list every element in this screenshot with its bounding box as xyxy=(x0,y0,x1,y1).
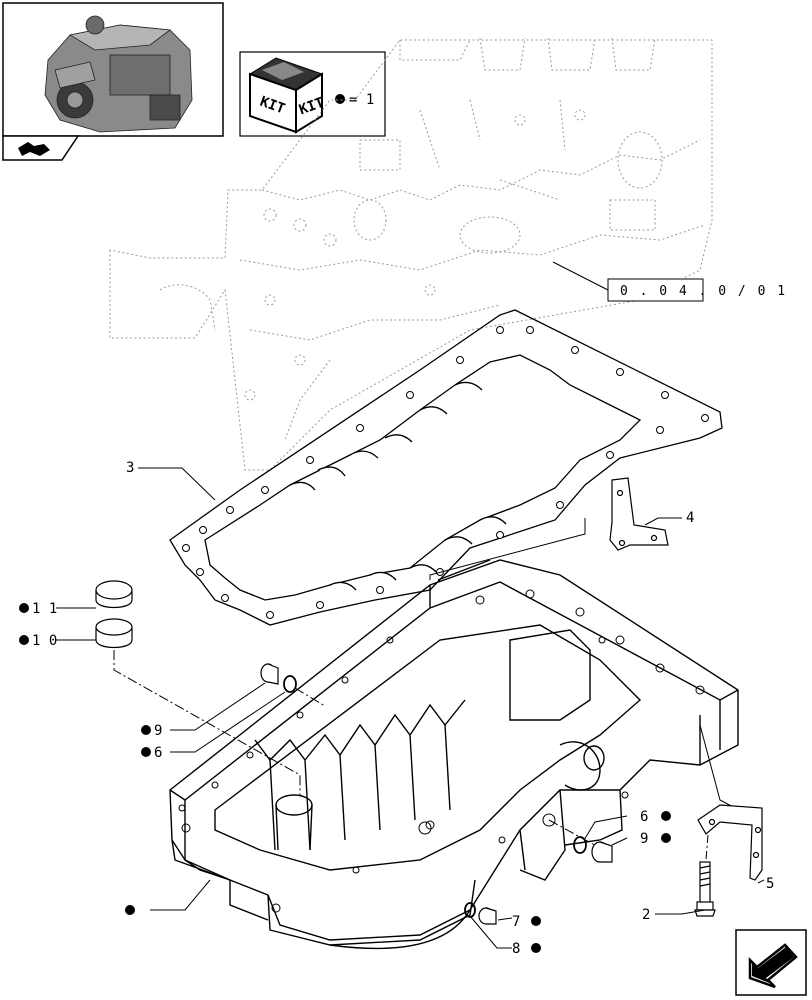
reference-box[interactable] xyxy=(607,278,704,302)
o-ring-6-left xyxy=(283,675,297,693)
kit-box-icon xyxy=(248,57,324,134)
callout-leaders xyxy=(56,467,765,949)
kit-legend-text: = 1 xyxy=(349,92,374,108)
callout-6-left: 6 xyxy=(154,745,162,761)
drain-plug-9-right xyxy=(591,841,613,863)
callout-9-left: 9 xyxy=(154,723,162,739)
callout-11: 1 1 xyxy=(32,601,57,617)
drain-plug-7 xyxy=(478,907,497,925)
o-ring-6-right xyxy=(573,836,587,854)
engine-block-outline xyxy=(109,37,713,471)
drain-plug-9-left xyxy=(260,663,279,685)
o-ring-8 xyxy=(464,902,476,918)
kit-bullet-icon xyxy=(335,94,345,104)
bracket-4 xyxy=(609,477,669,551)
cup-plug-10 xyxy=(95,618,133,649)
next-page-arrow-icon[interactable] xyxy=(735,929,807,996)
engine-thumbnail xyxy=(2,2,224,137)
previous-page-icon[interactable] xyxy=(2,135,80,161)
bolt-2 xyxy=(694,861,716,917)
kit-bullets xyxy=(19,603,671,953)
callout-2: 2 xyxy=(642,907,650,923)
callout-3: 3 xyxy=(126,460,134,476)
oil-pan-gasket xyxy=(169,309,723,626)
callout-6-right: 6 xyxy=(640,809,648,825)
cap-11 xyxy=(95,580,133,609)
callout-10: 1 0 xyxy=(32,633,57,649)
reference-label[interactable]: 0 . 0 4 . 0 / 0 1 xyxy=(620,284,787,299)
callout-9-right: 9 xyxy=(640,831,648,847)
callout-5: 5 xyxy=(766,876,774,892)
callout-8: 8 xyxy=(512,941,520,957)
kit-legend-box xyxy=(239,51,386,137)
bracket-5 xyxy=(697,804,763,881)
callout-4: 4 xyxy=(686,510,694,526)
callout-7: 7 xyxy=(512,914,520,930)
oil-sump xyxy=(169,559,739,950)
